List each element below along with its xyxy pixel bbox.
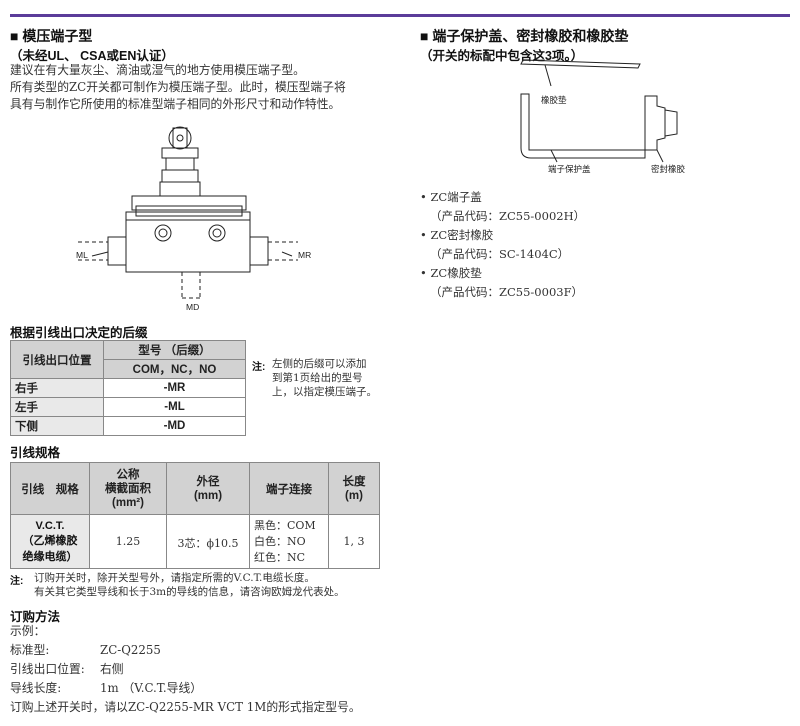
suffix-note: 左侧的后缀可以添加 到第1页给出的型号 上，以指定模压端子。 xyxy=(272,357,377,399)
top-rule xyxy=(10,14,790,17)
product-code: （产品代码：ZC55-0003F） xyxy=(430,285,584,299)
header-diameter: 外径 (mm) xyxy=(166,462,250,515)
product-code: （产品代码：SC-1404C） xyxy=(430,247,570,261)
suffix-section-title: 根据引线出口决定的后缀 xyxy=(10,326,148,340)
length-value: 1m （V.C.T.导线） xyxy=(100,681,203,695)
paragraph-line: 所有类型的ZC开关都可制作为模压端子型。此时，模压型端子将 xyxy=(10,80,346,94)
exit-label: 引线出口位置: xyxy=(10,662,85,676)
terminal-line: 白色：NO xyxy=(254,534,306,548)
molded-terminal-switch-diagram xyxy=(78,126,298,299)
note-line: 订购开关时，除开关型号外，请指定所需的V.C.T.电缆长度。 xyxy=(34,572,315,584)
header-area: 公称 横截面积 (mm²) xyxy=(89,462,167,515)
length-label: 导线长度: xyxy=(10,681,62,695)
row-suffix: -MD xyxy=(103,416,246,436)
row-position: 下侧 xyxy=(10,416,104,436)
standard-value: ZC-Q2255 xyxy=(100,643,161,657)
header-length: 长度 (m) xyxy=(328,462,380,515)
table-row: V.C.T. （乙烯橡胶 绝缘电缆） 1.25 3芯：ϕ10.5 黑色：COM … xyxy=(10,514,380,569)
table-row: 左手 -ML xyxy=(10,397,246,417)
note-line: 到第1页给出的型号 xyxy=(272,372,363,384)
terminal-line: 黑色：COM xyxy=(254,518,316,532)
section-subtitle-accessories: （开关的标配中包含这3项。） xyxy=(420,49,584,63)
label-seal: 密封橡胶 xyxy=(651,164,686,174)
paragraph-line: 建议在有大量灰尘、滴油或湿气的地方使用模压端子型。 xyxy=(10,63,305,77)
suffix-note-label: 注: xyxy=(252,362,266,373)
accessory-list: • ZC端子盖 （产品代码：ZC55-0002H） • ZC密封橡胶 （产品代码… xyxy=(420,188,585,302)
section-title-accessories: ■ 端子保护盖、密封橡胶和橡胶垫 xyxy=(420,28,629,44)
note-line: 左侧的后缀可以添加 xyxy=(272,358,367,370)
row-position: 左手 xyxy=(10,397,104,417)
cell-length: 1, 3 xyxy=(328,514,380,569)
row-head-line: （乙烯橡胶 xyxy=(22,534,78,547)
intro-paragraph: 建议在有大量灰尘、滴油或湿气的地方使用模压端子型。 所有类型的ZC开关都可制作为… xyxy=(10,62,346,113)
header-model-suffix: 型号 （后缀） xyxy=(103,340,246,360)
label-mr: MR xyxy=(298,250,312,260)
cell-area: 1.25 xyxy=(89,514,167,569)
section-subtitle-molded: （未经UL、 CSA或EN认证） xyxy=(10,49,174,63)
header-exit-position: 引线出口位置 xyxy=(10,340,104,379)
product-code: （产品代码：ZC55-0002H） xyxy=(430,209,586,223)
table-header-row: COM，NC，NO xyxy=(11,359,246,379)
label-gasket: 橡胶垫 xyxy=(541,95,567,105)
order-final-line: 订购上述开关时，请以ZC-Q2255-MR VCT 1M的形式指定型号。 xyxy=(10,700,361,714)
wire-spec-table: 引线 规格 公称 横截面积 (mm²) 外径 (mm) 端子连接 长度 (m) … xyxy=(10,462,380,569)
label-ml: ML xyxy=(76,250,88,260)
suffix-table: 引线出口位置 型号 （后缀） COM，NC，NO 右手 -MR 左手 -ML 下… xyxy=(10,340,246,436)
header-wire: 引线 规格 xyxy=(10,462,90,515)
exit-value: 右侧 xyxy=(100,662,124,676)
row-wire-type: V.C.T. （乙烯橡胶 绝缘电缆） xyxy=(10,514,90,569)
row-suffix: -ML xyxy=(103,397,246,417)
table-header-row: 引线出口位置 型号 （后缀） xyxy=(10,340,246,379)
list-item: • ZC密封橡胶 xyxy=(420,228,494,242)
cell-diameter: 3芯：ϕ10.5 xyxy=(166,514,250,569)
row-position: 右手 xyxy=(10,378,104,398)
wire-section-title: 引线规格 xyxy=(10,446,61,460)
note-line: 上，以指定模压端子。 xyxy=(272,386,377,398)
example-label: 示例： xyxy=(10,624,46,638)
wire-note-label: 注: xyxy=(10,576,24,587)
list-item: • ZC橡胶垫 xyxy=(420,266,482,280)
list-item: • ZC端子盖 xyxy=(420,190,482,204)
wire-note: 订购开关时，除开关型号外，请指定所需的V.C.T.电缆长度。 有关其它类型导线和… xyxy=(34,571,345,599)
table-row: 右手 -MR xyxy=(10,378,246,398)
table-row: 下侧 -MD xyxy=(10,416,246,436)
label-cover: 端子保护盖 xyxy=(548,164,591,174)
row-head-line: 绝缘电缆） xyxy=(22,550,78,563)
standard-label: 标准型: xyxy=(10,643,50,657)
accessories-diagram xyxy=(520,59,678,163)
section-title-molded: ■ 模压端子型 xyxy=(10,28,93,44)
cell-terminals: 黑色：COM 白色：NO 红色：NC xyxy=(249,514,329,569)
table-header-row: 引线 规格 公称 横截面积 (mm²) 外径 (mm) 端子连接 长度 (m) xyxy=(10,462,380,515)
header-terminal: 端子连接 xyxy=(249,462,329,515)
row-head-line: V.C.T. xyxy=(35,519,65,532)
terminal-line: 红色：NC xyxy=(254,550,306,564)
label-md: MD xyxy=(186,302,200,312)
paragraph-line: 具有与制作它所使用的标准型端子相同的外形尺寸和动作特性。 xyxy=(10,97,341,111)
order-section-title: 订购方法 xyxy=(10,610,61,624)
header-contacts: COM，NC，NO xyxy=(103,359,246,379)
note-line: 有关其它类型导线和长于3m的导线的信息，请咨询欧姆龙代表处。 xyxy=(34,586,345,598)
row-suffix: -MR xyxy=(103,378,246,398)
